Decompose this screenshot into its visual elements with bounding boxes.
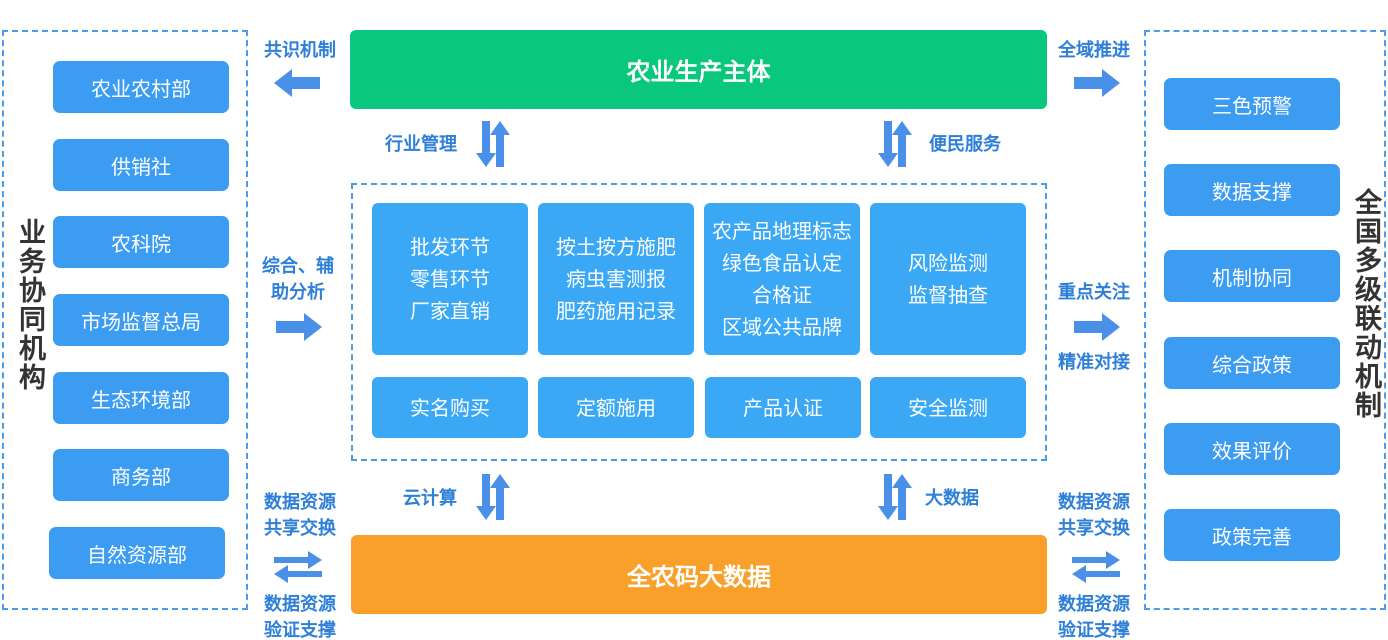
label-verify-right-line1: 数据资源 — [1058, 594, 1130, 615]
label-analysis-line2: 助分析 — [271, 282, 325, 303]
label-analysis-line1: 综合、辅 — [262, 256, 334, 277]
tile-fertilizer[interactable]: 按土按方施肥 病虫害测报 肥药施用记录 — [538, 203, 694, 355]
right-panel-title: 全国多级联动机制 — [1350, 188, 1381, 420]
center-panel — [351, 183, 1047, 461]
label-global-push: 全域推进 — [1058, 40, 1130, 61]
left-item-6[interactable]: 自然资源部 — [49, 527, 225, 579]
label-share-left: 数据资源 共享交换 — [256, 490, 344, 542]
label-precise: 精准对接 — [1058, 352, 1130, 373]
label-share-right-line1: 数据资源 — [1058, 492, 1130, 513]
tile-certification[interactable]: 农产品地理标志 绿色食品认定 合格证 区域公共品牌 — [704, 203, 860, 355]
left-item-5[interactable]: 商务部 — [53, 449, 229, 501]
label-verify-left-line1: 数据资源 — [264, 594, 336, 615]
label-share-left-line2: 共享交换 — [264, 518, 336, 539]
label-verify-right: 数据资源 验证支撑 — [1050, 592, 1138, 640]
label-share-left-line1: 数据资源 — [264, 492, 336, 513]
arrow-updown-icon — [878, 121, 912, 167]
arrow-updown-icon — [476, 121, 510, 167]
tile-line: 厂家直销 — [410, 299, 490, 323]
tile-line: 绿色食品认定 — [722, 251, 842, 275]
tile-line: 合格证 — [752, 283, 812, 307]
tile-line: 按土按方施肥 — [556, 235, 676, 259]
tile-footer-purchase[interactable]: 实名购买 — [372, 377, 528, 438]
label-verify-right-line2: 验证支撑 — [1058, 620, 1130, 640]
right-item-2[interactable]: 机制协同 — [1164, 250, 1340, 302]
exchange-arrows-icon — [274, 551, 322, 583]
arrow-updown-icon — [878, 474, 912, 520]
tile-line: 农产品地理标志 — [712, 219, 852, 243]
tile-purchase[interactable]: 批发环节 零售环节 厂家直销 — [372, 203, 528, 355]
tile-footer-fertilizer[interactable]: 定额施用 — [538, 377, 694, 438]
tile-footer-safety[interactable]: 安全监测 — [870, 377, 1026, 438]
bottom-bar[interactable]: 全农码大数据 — [351, 535, 1047, 614]
label-share-right-line2: 共享交换 — [1058, 518, 1130, 539]
label-convenience: 便民服务 — [929, 134, 1001, 155]
arrow-right-icon — [276, 313, 322, 341]
exchange-arrows-icon — [1072, 551, 1120, 583]
label-consensus: 共识机制 — [264, 40, 336, 61]
arrow-updown-icon — [476, 474, 510, 520]
tile-line: 区域公共品牌 — [722, 315, 842, 339]
left-item-2[interactable]: 农科院 — [53, 216, 229, 268]
left-item-0[interactable]: 农业农村部 — [53, 61, 229, 113]
tile-line: 零售环节 — [410, 267, 490, 291]
label-analysis: 综合、辅 助分析 — [258, 254, 338, 306]
right-item-3[interactable]: 综合政策 — [1164, 337, 1340, 389]
label-verify-left-line2: 验证支撑 — [264, 620, 336, 640]
label-bigdata: 大数据 — [925, 488, 979, 509]
label-industry-mgmt: 行业管理 — [385, 134, 457, 155]
arrow-left-icon — [274, 69, 320, 97]
arrow-right-icon — [1074, 313, 1120, 341]
arrow-right-icon — [1074, 69, 1120, 97]
right-item-5[interactable]: 政策完善 — [1164, 509, 1340, 561]
label-share-right: 数据资源 共享交换 — [1050, 490, 1138, 542]
tile-line: 风险监测 — [908, 251, 988, 275]
top-bar[interactable]: 农业生产主体 — [350, 30, 1047, 109]
tile-line: 肥药施用记录 — [556, 299, 676, 323]
right-panel — [1144, 30, 1386, 610]
label-cloud: 云计算 — [403, 488, 457, 509]
tile-line: 监督抽查 — [908, 283, 988, 307]
right-item-0[interactable]: 三色预警 — [1164, 78, 1340, 130]
label-focus: 重点关注 — [1058, 282, 1130, 303]
right-item-1[interactable]: 数据支撑 — [1164, 164, 1340, 216]
left-panel — [2, 30, 248, 610]
right-item-4[interactable]: 效果评价 — [1164, 423, 1340, 475]
left-panel-title: 业务协同机构 — [14, 218, 45, 392]
tile-safety[interactable]: 风险监测 监督抽查 — [870, 203, 1026, 355]
tile-footer-certification[interactable]: 产品认证 — [705, 377, 861, 438]
left-item-4[interactable]: 生态环境部 — [53, 372, 229, 424]
tile-line: 病虫害测报 — [566, 267, 666, 291]
left-item-1[interactable]: 供销社 — [53, 139, 229, 191]
tile-line: 批发环节 — [410, 235, 490, 259]
label-verify-left: 数据资源 验证支撑 — [256, 592, 344, 640]
left-item-3[interactable]: 市场监督总局 — [53, 294, 229, 346]
